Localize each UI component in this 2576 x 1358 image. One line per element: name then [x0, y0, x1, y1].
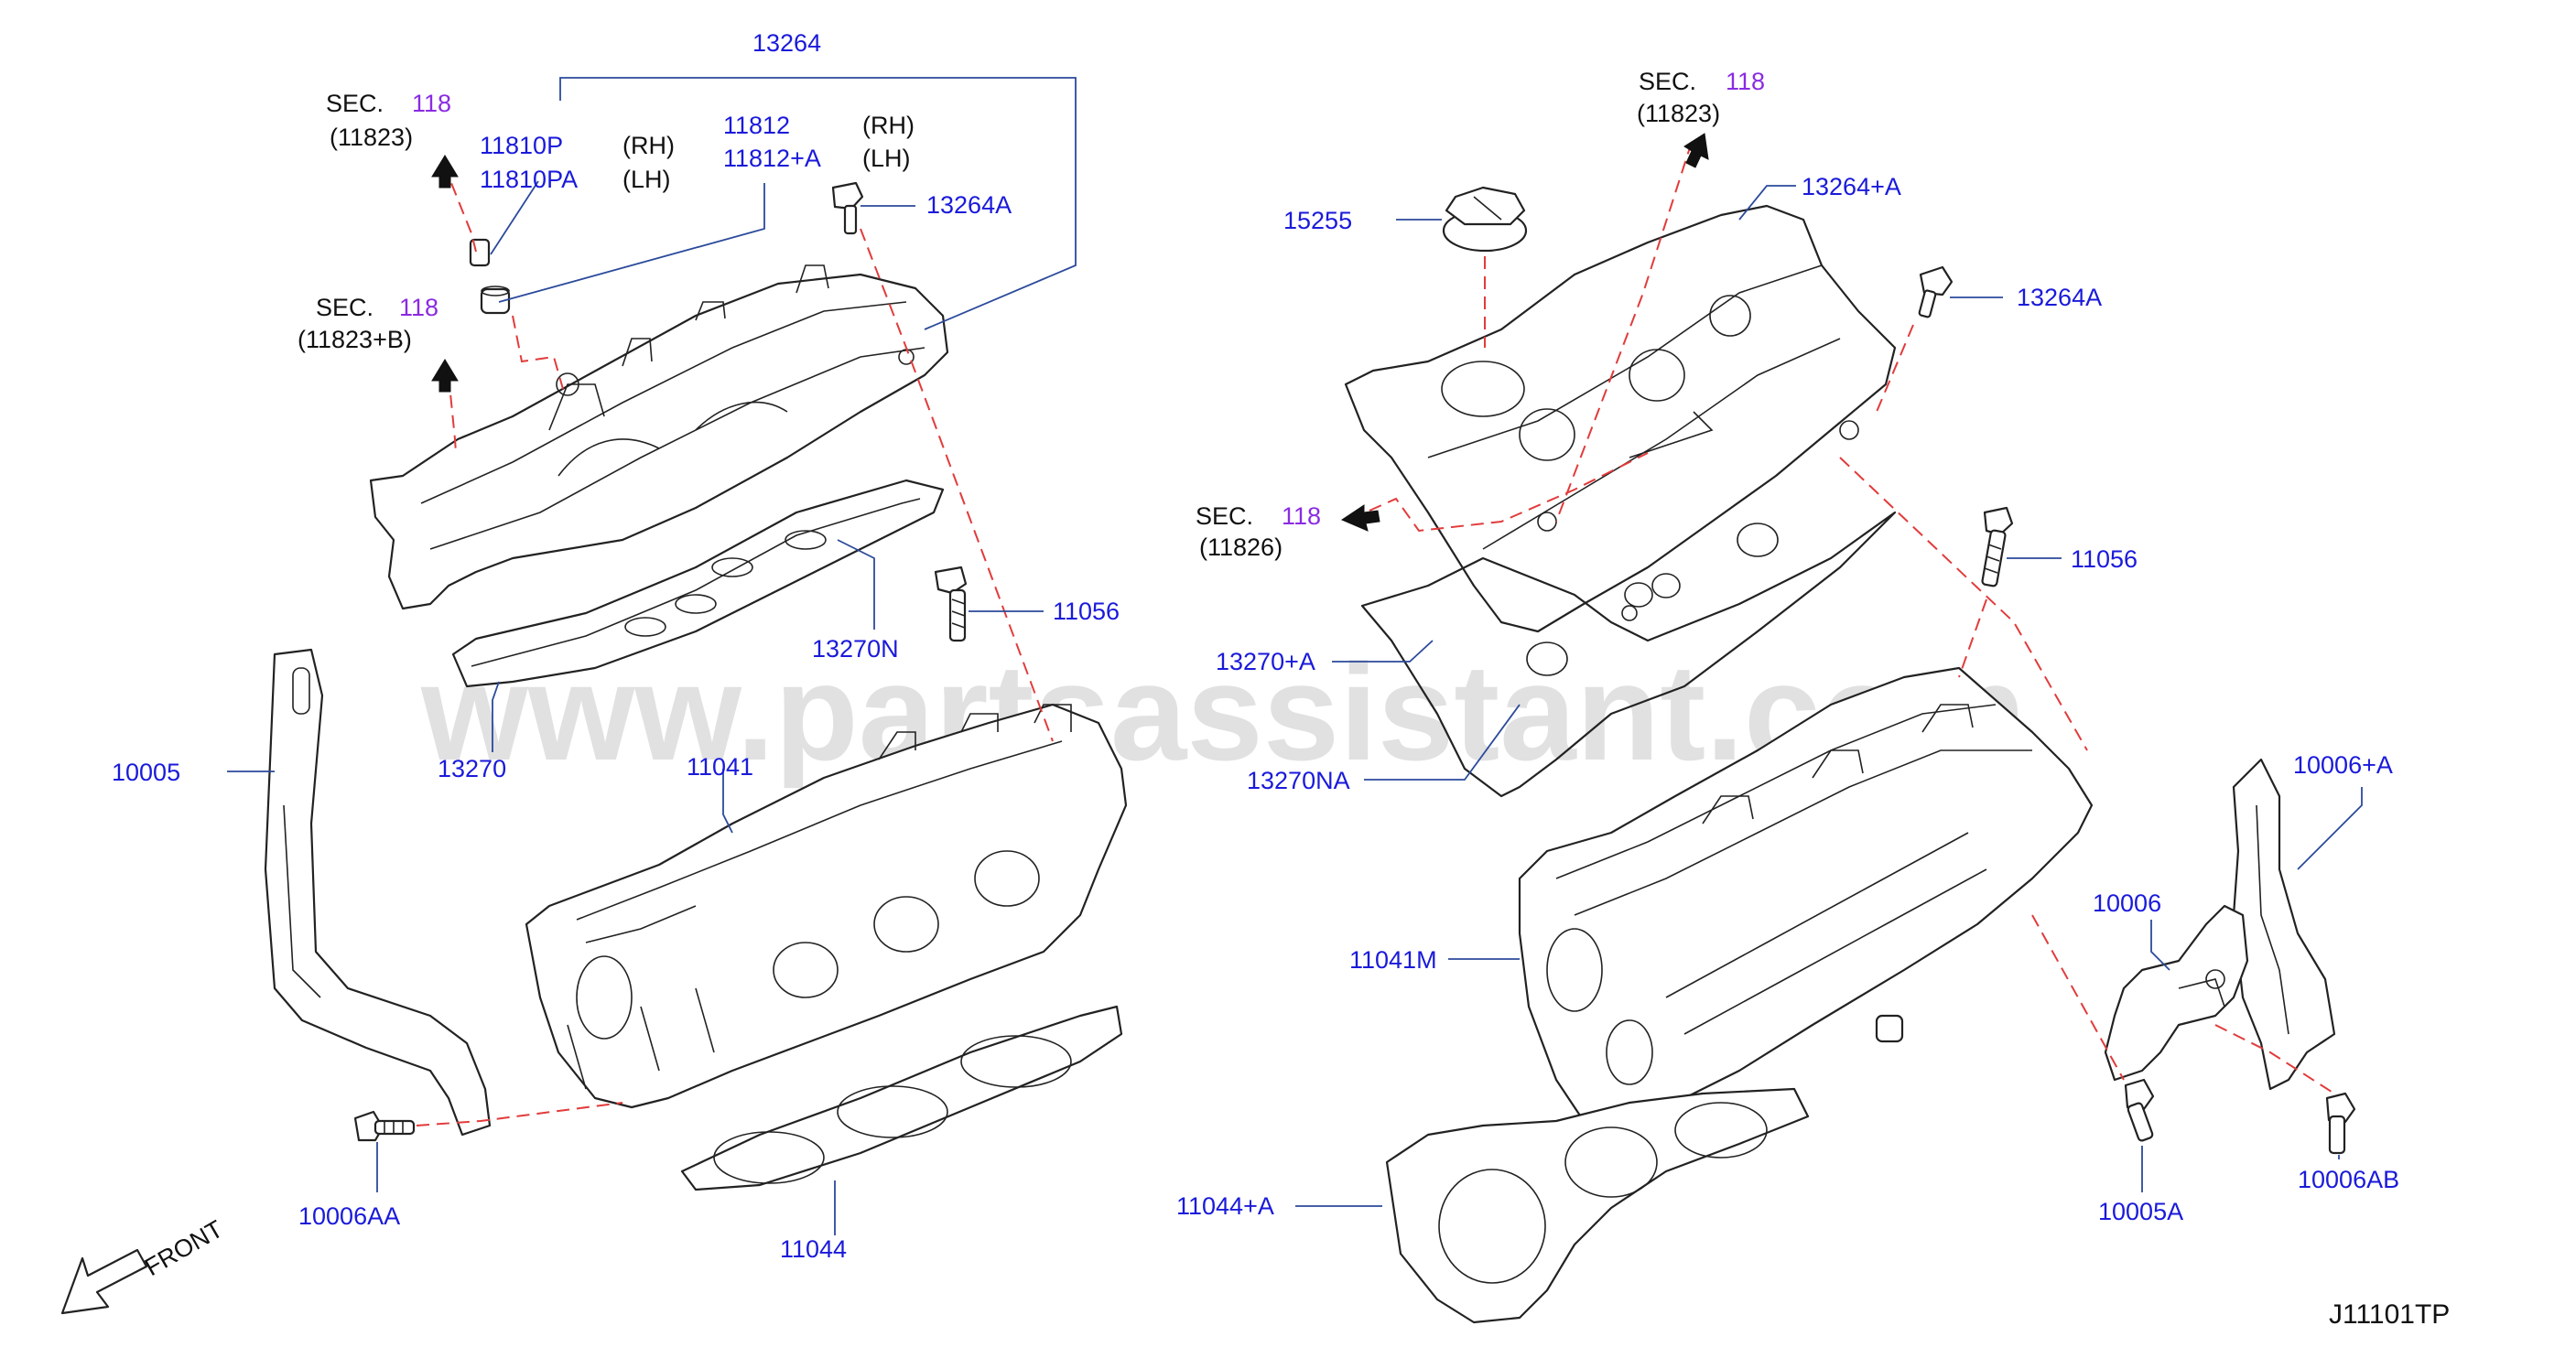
- sec-ref: (11823): [1637, 100, 1720, 127]
- part-number-15255[interactable]: 15255: [1283, 207, 1352, 234]
- sec-number[interactable]: 118: [1726, 68, 1765, 95]
- leader-line: [722, 769, 733, 834]
- leader-line: [559, 77, 1077, 330]
- sec-number[interactable]: 118: [1282, 502, 1321, 530]
- bolt-10006ab[interactable]: [2325, 1092, 2356, 1155]
- arrow-left-icon: [1340, 504, 1380, 532]
- front-arrow-icon: [60, 1248, 148, 1315]
- sec-number[interactable]: 118: [399, 294, 438, 321]
- bolt-11056-right[interactable]: [1981, 506, 2014, 587]
- sec-label: SEC.: [316, 294, 373, 321]
- arrow-up-icon: [431, 155, 459, 189]
- rocker-gasket-left[interactable]: [451, 479, 945, 688]
- bolt-10005a[interactable]: [2124, 1078, 2155, 1142]
- dash-line: [443, 164, 477, 253]
- bolt-13264a-left[interactable]: [831, 181, 864, 235]
- side-label-lh: (LH): [622, 166, 671, 193]
- part-number-13270n[interactable]: 13270N: [812, 635, 899, 663]
- diagram-code: J11101TP: [2329, 1299, 2450, 1330]
- side-label-rh: (RH): [862, 112, 915, 139]
- part-number-11056[interactable]: 11056: [2071, 545, 2138, 573]
- leader-line: [490, 180, 539, 255]
- leader-line: [492, 681, 500, 752]
- part-number-10005[interactable]: 10005: [112, 759, 180, 786]
- part-number-13270-plus-a[interactable]: 13270+A: [1216, 648, 1315, 675]
- leader-line: [2150, 920, 2170, 971]
- part-number-11812-plus-a[interactable]: 11812+A: [723, 145, 821, 172]
- leader-line: [498, 183, 765, 303]
- dash-line: [1876, 324, 1914, 413]
- leader-line: [1738, 185, 1796, 221]
- part-number-10006ab[interactable]: 10006AB: [2298, 1166, 2399, 1193]
- dash-line: [448, 374, 457, 454]
- part-number-10006-plus-a[interactable]: 10006+A: [2293, 751, 2393, 779]
- dash-line: [2031, 914, 2125, 1081]
- head-gasket-right[interactable]: [1385, 1087, 1810, 1324]
- part-number-11812[interactable]: 11812: [723, 112, 790, 139]
- arrow-up-icon: [431, 359, 459, 393]
- part-number-13270na[interactable]: 13270NA: [1247, 767, 1350, 794]
- dash-line: [1958, 598, 1987, 678]
- dash-line: [512, 315, 564, 390]
- part-number-10006aa[interactable]: 10006AA: [298, 1202, 400, 1230]
- arrow-up-icon: [1683, 133, 1709, 168]
- part-number-11810PA[interactable]: 11810PA: [480, 166, 578, 193]
- part-number-13264[interactable]: 13264: [752, 29, 821, 57]
- part-number-11056[interactable]: 11056: [1053, 598, 1120, 625]
- part-number-10005a[interactable]: 10005A: [2098, 1198, 2183, 1225]
- bolt-13264a-right[interactable]: [1918, 265, 1954, 318]
- side-label-rh: (RH): [622, 132, 675, 159]
- bracket-10006a[interactable]: [2232, 758, 2336, 1091]
- part-number-11810P[interactable]: 11810P: [480, 132, 563, 159]
- dash-line: [416, 1102, 623, 1126]
- cylinder-head-right[interactable]: [1518, 666, 2094, 1146]
- dash-line: [860, 228, 1054, 742]
- part-number-13264a[interactable]: 13264A: [926, 191, 1012, 219]
- part-number-13264a[interactable]: 13264A: [2017, 284, 2102, 311]
- part-number-11041m[interactable]: 11041M: [1349, 946, 1437, 974]
- bracket-10005[interactable]: [264, 648, 492, 1137]
- bracket-10006[interactable]: [2104, 904, 2249, 1082]
- head-gasket-left[interactable]: [680, 1005, 1123, 1191]
- part-number-10006[interactable]: 10006: [2093, 889, 2161, 917]
- sec-label: SEC.: [1639, 68, 1696, 95]
- leader-line: [1332, 640, 1434, 663]
- sec-number[interactable]: 118: [412, 90, 451, 117]
- oil-filler-cap[interactable]: [1442, 186, 1528, 253]
- front-label: FRONT: [140, 1215, 228, 1281]
- part-number-13264-plus-a[interactable]: 13264+A: [1802, 173, 1901, 200]
- dash-line: [2214, 1024, 2335, 1094]
- sec-ref: (11826): [1199, 534, 1283, 561]
- sec-ref: (11823): [330, 124, 413, 151]
- cylinder-head-left[interactable]: [525, 703, 1128, 1109]
- side-label-lh: (LH): [862, 145, 911, 172]
- leader-line: [2297, 787, 2363, 870]
- leader-line: [837, 539, 875, 630]
- leader-line: [1364, 704, 1521, 781]
- dash-line: [1555, 141, 1693, 523]
- bolt-10006aa[interactable]: [353, 1110, 416, 1142]
- part-number-11044-plus-a[interactable]: 11044+A: [1176, 1192, 1274, 1220]
- sec-label: SEC.: [1196, 502, 1253, 530]
- bolt-11056-left[interactable]: [934, 566, 968, 642]
- dash-line: [1369, 452, 1649, 533]
- rocker-gasket-right[interactable]: [1360, 511, 1897, 798]
- sec-label: SEC.: [326, 90, 384, 117]
- part-number-11044[interactable]: 11044: [780, 1235, 847, 1263]
- sec-ref: (11823+B): [298, 326, 412, 353]
- part-number-11041[interactable]: 11041: [687, 753, 753, 781]
- rocker-cover-left[interactable]: [369, 264, 949, 610]
- part-number-13270[interactable]: 13270: [438, 755, 506, 782]
